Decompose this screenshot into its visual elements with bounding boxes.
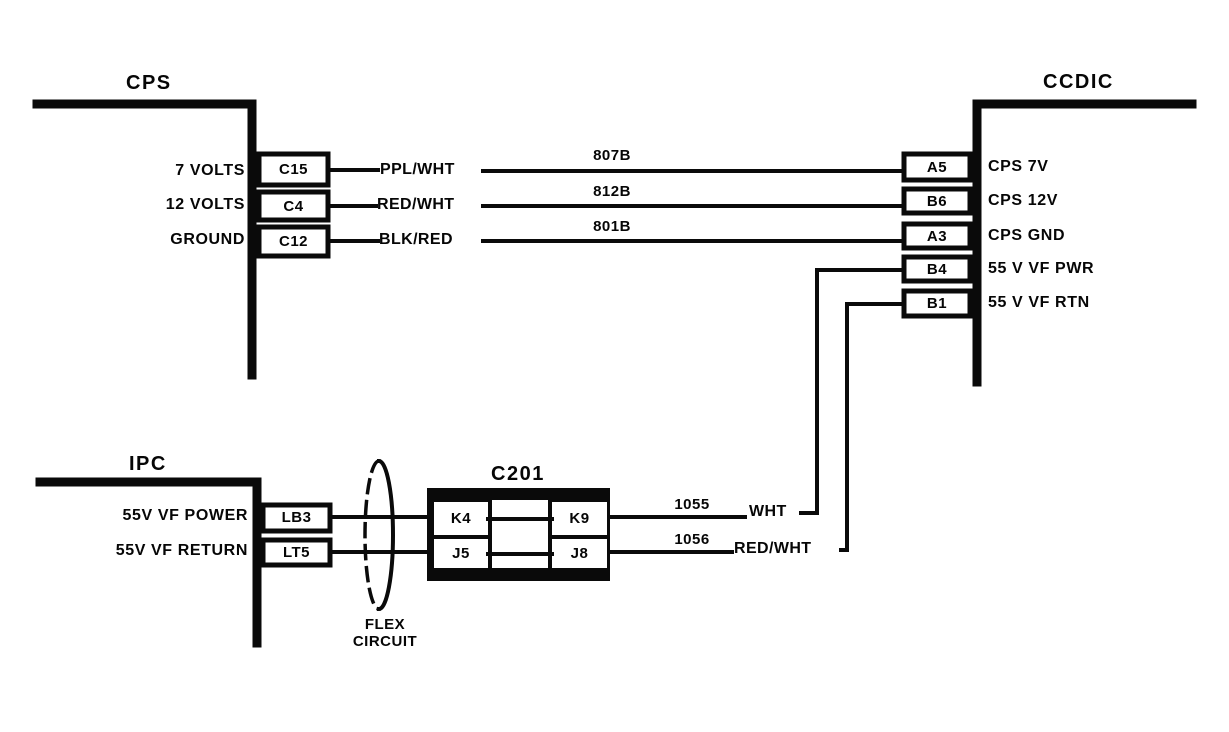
- cps-pin-c4: C4: [283, 197, 304, 215]
- circuit-number-1055: 1055: [674, 496, 710, 513]
- wire-color-redwht-1056: RED/WHT: [734, 540, 812, 557]
- cps-pin-function-12volts: 12 VOLTS: [165, 196, 245, 213]
- flex-circuit-label-line1: FLEX: [364, 616, 406, 633]
- wire-color-redwht: RED/WHT: [377, 196, 455, 213]
- c201-middle-window: [492, 500, 548, 568]
- cps-title: CPS: [126, 72, 172, 94]
- cps-pin-function-ground: GROUND: [170, 231, 245, 248]
- ccdic-pin-box-a5: [901, 151, 973, 183]
- ccdic-pin-box-a3: [901, 221, 973, 251]
- ccdic-pin-function-cpsgnd: CPS GND: [988, 227, 1066, 244]
- circuit-number-807b: 807B: [593, 147, 631, 164]
- cps-pin-function-7volts: 7 VOLTS: [175, 162, 245, 179]
- cps-pin-c12: C12: [278, 233, 309, 250]
- ccdic-connector-bar: [972, 99, 1197, 387]
- ipc-pin-function-vfreturn: 55V VF RETURN: [115, 542, 248, 559]
- ipc-pin-lb3: LB3: [281, 509, 312, 526]
- flex-circuit-label-line2: CIRCUIT: [352, 633, 418, 650]
- c201-pin-box-j5: [434, 539, 488, 568]
- circuit-number-812b: 812B: [593, 183, 631, 200]
- wire-color-pplwht: PPL/WHT: [380, 161, 455, 178]
- ccdic-pin-b1: B1: [926, 294, 948, 312]
- ccdic-pin-b6: B6: [926, 192, 948, 210]
- ipc-title: IPC: [129, 453, 167, 475]
- wire-wht-riser-to-b4: [799, 268, 904, 515]
- ccdic-pin-box-b1: [901, 288, 973, 319]
- c201-pin-box-k9: [552, 502, 607, 535]
- wire-color-blkred: BLK/RED: [379, 231, 453, 248]
- ccdic-pin-function-vfrtn: 55 V VF RTN: [988, 294, 1090, 311]
- circuit-number-801b: 801B: [593, 218, 631, 235]
- c201-pin-k9: K9: [569, 510, 590, 527]
- cps-pin-box-c12: [256, 224, 331, 259]
- ccdic-pin-a5: A5: [926, 158, 948, 176]
- c201-pin-box-j8: [552, 539, 607, 568]
- flex-circuit-ellipse-solid: [376, 458, 395, 612]
- ipc-pin-box-lb3: [260, 502, 333, 534]
- ccdic-pin-function-vfpwr: 55 V VF PWR: [988, 260, 1095, 277]
- ccdic-pin-b4: B4: [926, 260, 948, 278]
- ipc-connector-bar: [35, 477, 262, 648]
- ccdic-pin-box-b6: [901, 186, 973, 216]
- flex-circuit-ellipse-dashed: [363, 459, 381, 611]
- c201-pin-j5: J5: [452, 545, 470, 562]
- ipc-pin-function-vfpower: 55V VF POWER: [122, 507, 248, 524]
- c201-pin-j8: J8: [570, 545, 589, 562]
- c201-pin-k4: K4: [450, 510, 472, 527]
- cps-pin-box-c15: [256, 151, 331, 188]
- ccdic-pin-function-cps12v: CPS 12V: [988, 192, 1059, 209]
- ccdic-title: CCDIC: [1043, 71, 1114, 93]
- wire-color-wht-1055: WHT: [749, 503, 787, 520]
- ipc-pin-lt5: LT5: [282, 543, 311, 561]
- cps-connector-bar: [32, 99, 257, 380]
- c201-pin-box-k4: [434, 502, 488, 535]
- wire-redwht-riser-to-b1: [839, 302, 904, 552]
- c201-title: C201: [491, 463, 545, 485]
- cps-pin-c15: C15: [278, 161, 309, 178]
- ccdic-pin-a3: A3: [926, 227, 948, 245]
- circuit-number-1056: 1056: [674, 531, 710, 548]
- ccdic-pin-function-cps7v: CPS 7V: [988, 158, 1049, 175]
- cps-pin-box-c4: [256, 189, 331, 223]
- ipc-pin-box-lt5: [260, 537, 333, 568]
